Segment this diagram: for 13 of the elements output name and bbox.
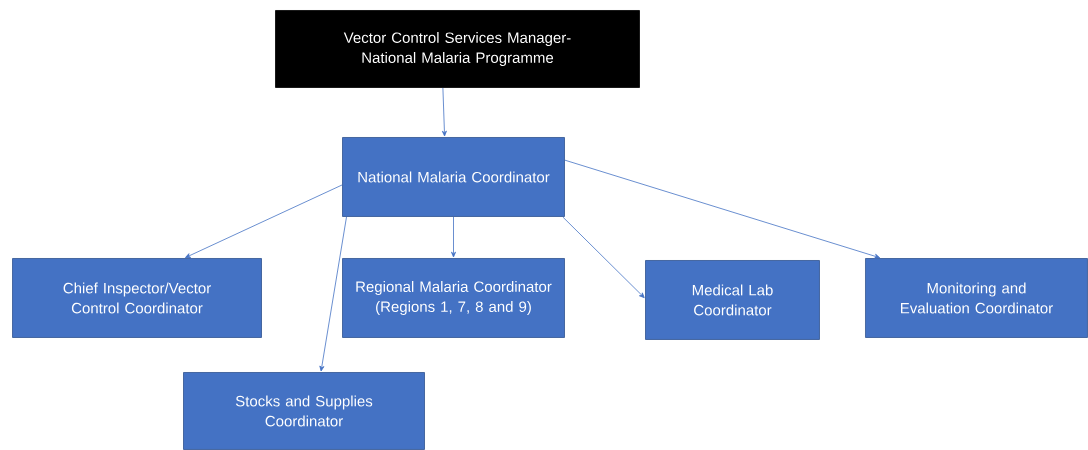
- arrow: [564, 159, 881, 259]
- org-box: Monitoring and Evaluation Coordinator: [865, 258, 1088, 338]
- org-box: Vector Control Services Manager- National Malaria Programme: [275, 10, 640, 88]
- arrow: [185, 184, 343, 258]
- org-box: Chief Inspector/Vector Control Coordinator: [12, 258, 262, 338]
- org-box: Medical Lab Coordinator: [645, 260, 820, 340]
- arrow: [451, 216, 456, 258]
- arrow: [319, 216, 347, 372]
- arrow: [441, 87, 447, 137]
- org-box: Regional Malaria Coordinator (Regions 1, 7, 8 and 9): [342, 258, 565, 338]
- org-box: National Malaria Coordinator: [342, 137, 565, 217]
- arrow: [562, 216, 645, 299]
- org-box: Stocks and Supplies Coordinator: [183, 372, 425, 450]
